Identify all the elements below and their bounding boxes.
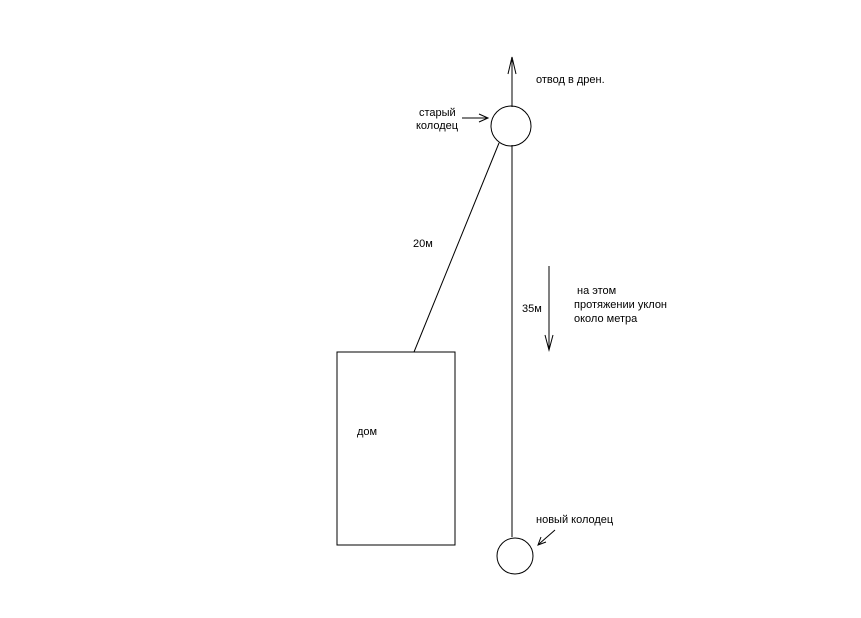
drain-outlet-label: отвод в дрен. <box>536 74 605 86</box>
slope-note-line1: на этом <box>577 285 617 297</box>
new-well-pointer-line <box>538 529 556 545</box>
slope-note-line3: около метра <box>574 313 638 325</box>
old-well-label-line2: колодец <box>416 120 459 132</box>
new-well-circle <box>496 537 534 575</box>
old-well-label-line1: старый <box>419 107 456 119</box>
house-label: дом <box>357 426 378 438</box>
new-well-label: новый колодец <box>536 514 614 526</box>
old-well-pointer-arrowhead <box>478 113 490 123</box>
old-well-circle <box>490 105 532 147</box>
house-rectangle <box>336 351 456 546</box>
slope-note-line2: протяжении уклон <box>574 299 668 311</box>
distance-house-old-well-label: 20м <box>413 238 433 250</box>
distance-new-old-well-label: 35м <box>522 303 542 315</box>
house-to-old-well-line <box>413 142 500 353</box>
new-well-pointer-arrowhead <box>537 536 547 546</box>
slope-direction-arrowhead <box>544 334 554 352</box>
drain-outlet-arrowhead <box>507 56 517 75</box>
